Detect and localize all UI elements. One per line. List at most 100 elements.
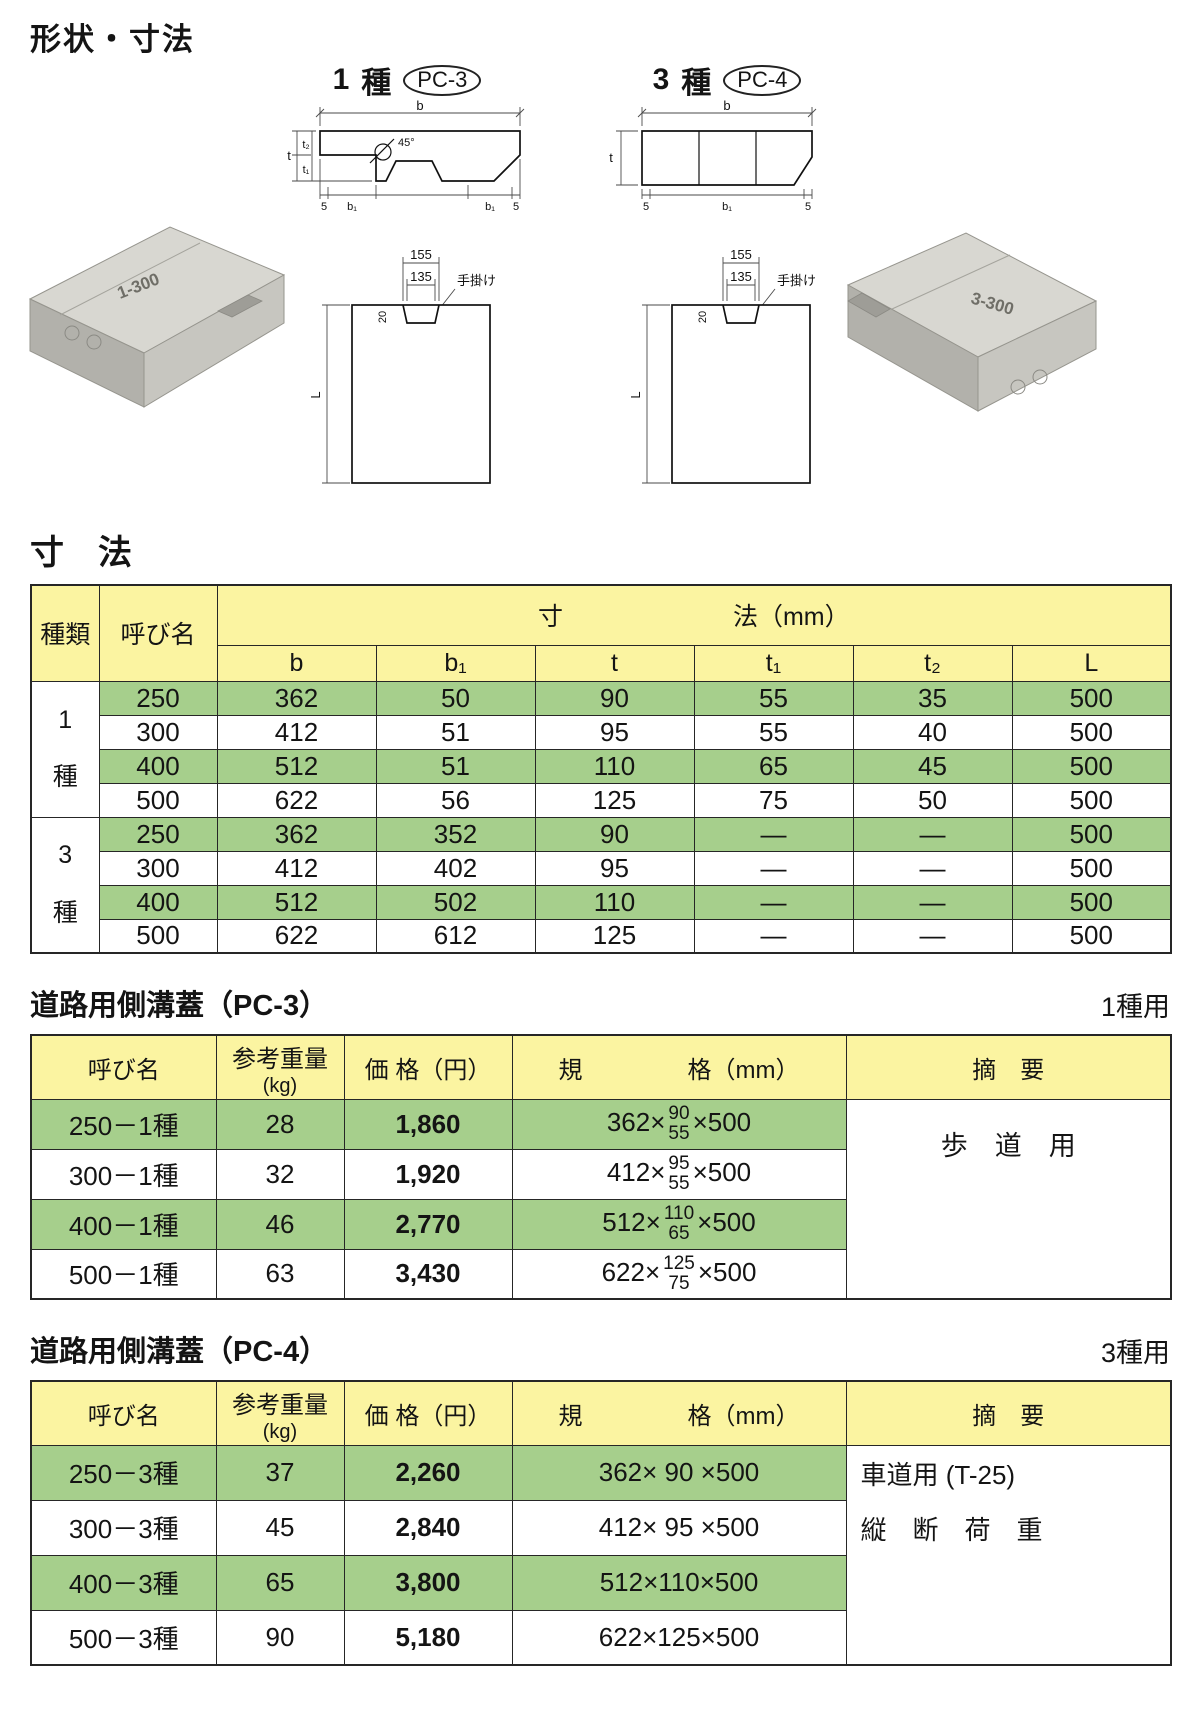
cell-b: 412 [216,714,377,750]
cell-price: 5,180 [343,1609,513,1666]
dim-135: 135 [730,269,752,284]
kind-cell-type1: 1 種 [30,680,100,818]
cell-b1: 50 [375,680,536,716]
product-photo-type3: 3-300 [846,232,1098,412]
cell-L: 500 [1011,884,1172,920]
cell-b1: 51 [375,714,536,750]
pc3-price-table: 呼び名 参考重量 (kg) 価 格（円） 規 格（mm） 摘 要 [30,1034,1172,1300]
col-header-t: t [534,644,695,682]
price-header-row: 呼び名 参考重量 (kg) 価 格（円） 規 格（mm） 摘 要 [30,1034,1172,1100]
spec-post: ×500 [692,1156,752,1187]
stamp-icon [64,325,80,341]
spec-top: 125 [663,1252,695,1274]
cell-t: 95 [534,850,695,886]
cell-t2: — [852,850,1013,886]
dim-b: b [416,99,423,113]
dim-5-left: 5 [321,201,327,213]
cell-b1: 612 [375,918,536,954]
cell-t2: — [852,918,1013,954]
dim-5-right: 5 [805,201,811,213]
cell-b: 362 [216,816,377,852]
dimension-labels: b t 5 b₁ 5 [609,99,811,213]
spec-top: 90 [668,1102,690,1124]
cell-t: 125 [534,782,695,818]
cell-t2: 40 [852,714,1013,750]
cell-name: 300 [98,850,218,886]
type-kind: 種 [681,67,712,100]
cell-name: 400－3種 [30,1554,217,1611]
kind-line: 3 [58,841,73,870]
cell-spec: 362× 90 ×500 [511,1444,847,1501]
cell-L: 500 [1011,714,1172,750]
cell-name: 250 [98,680,218,716]
dim-L: L [308,391,323,398]
weight-unit: (kg) [262,1074,298,1097]
cell-b: 622 [216,782,377,818]
cell-t1: — [693,850,854,886]
dim-20: 20 [697,311,709,323]
cell-L: 500 [1011,850,1172,886]
cell-name: 500－3種 [30,1609,217,1666]
cell-t2: 50 [852,782,1013,818]
cell-weight: 37 [215,1444,345,1501]
spec-header-right: 格（mm） [687,1056,800,1084]
spec-bottom: 55 [668,1123,690,1144]
spec-header-right: 格（mm） [687,1402,800,1430]
kind-line: 種 [52,898,78,927]
dim-155: 155 [730,247,752,262]
cell-name: 400 [98,884,218,920]
col-header-name: 呼び名 [30,1380,217,1446]
cell-t: 125 [534,918,695,954]
cell-b1: 51 [375,748,536,784]
hand-grip-label: 手掛け [457,273,496,288]
dim-5-right: 5 [513,201,519,213]
dimension-table: 種類 呼び名 寸 法（mm） b b₁ t t₁ t₂ L [30,584,1173,954]
cell-b: 362 [216,680,377,716]
cell-weight: 32 [215,1148,345,1200]
cell-t: 110 [534,884,695,920]
cell-t1: 55 [693,714,854,750]
col-header-t2: t₂ [852,644,1013,682]
dim-t2: t₂ [302,139,309,151]
cell-b1: 352 [375,816,536,852]
dim-t: t [609,150,613,165]
dim-b1: b₁ [722,201,732,213]
dim-20: 20 [377,311,389,323]
pc4-section-header: 道路用側溝蓋（PC-4） 3種用 [30,1328,1170,1370]
spec-header-left: 規 [558,1402,583,1430]
pc3-section-header: 道路用側溝蓋（PC-3） 1種用 [30,982,1170,1024]
stamp-icon [86,334,102,350]
dimension-lines [616,107,817,199]
dimension-labels: 155 135 手掛け 20 L [628,247,816,399]
cell-t1: — [693,918,854,954]
cross-section-outline [319,130,521,182]
stamp-icon [1032,369,1048,385]
pc4-cross-section-drawing: b t 5 b₁ 5 [609,99,817,213]
note-line-load: 縦 断 荷 重 [860,1514,1043,1545]
col-header-kind: 種類 [30,584,100,682]
cell-L: 500 [1011,782,1172,818]
cell-t: 90 [534,680,695,716]
table-row: 300 412 51 95 55 40 500 [31,714,1172,750]
col-header-price: 価 格（円） [343,1034,513,1100]
col-header-dimensions: 寸 法（mm） [216,584,1172,646]
col-header-weight: 参考重量 (kg) [215,1034,345,1100]
cell-b: 412 [216,850,377,886]
cell-b1: 56 [375,782,536,818]
table-row: 400 512 51 110 65 45 500 [31,748,1172,784]
cell-L: 500 [1011,748,1172,784]
type-number: 3 [652,63,670,96]
cell-price: 2,260 [343,1444,513,1501]
cell-t1: — [693,816,854,852]
drawing-pc4: 3 種 PC-4 b [602,61,852,500]
spec-post: ×500 [697,1256,757,1287]
hand-grip-label: 手掛け [777,273,816,288]
col-header-spec: 規 格（mm） [511,1380,847,1446]
price-header-row: 呼び名 参考重量 (kg) 価 格（円） 規 格（mm） 摘 要 [30,1380,1172,1446]
cell-note: 車道用 (T-25) 縦 断 荷 重 [845,1444,1172,1666]
table-row: 500－3種 90 5,180 622×125×500 [30,1609,1171,1666]
